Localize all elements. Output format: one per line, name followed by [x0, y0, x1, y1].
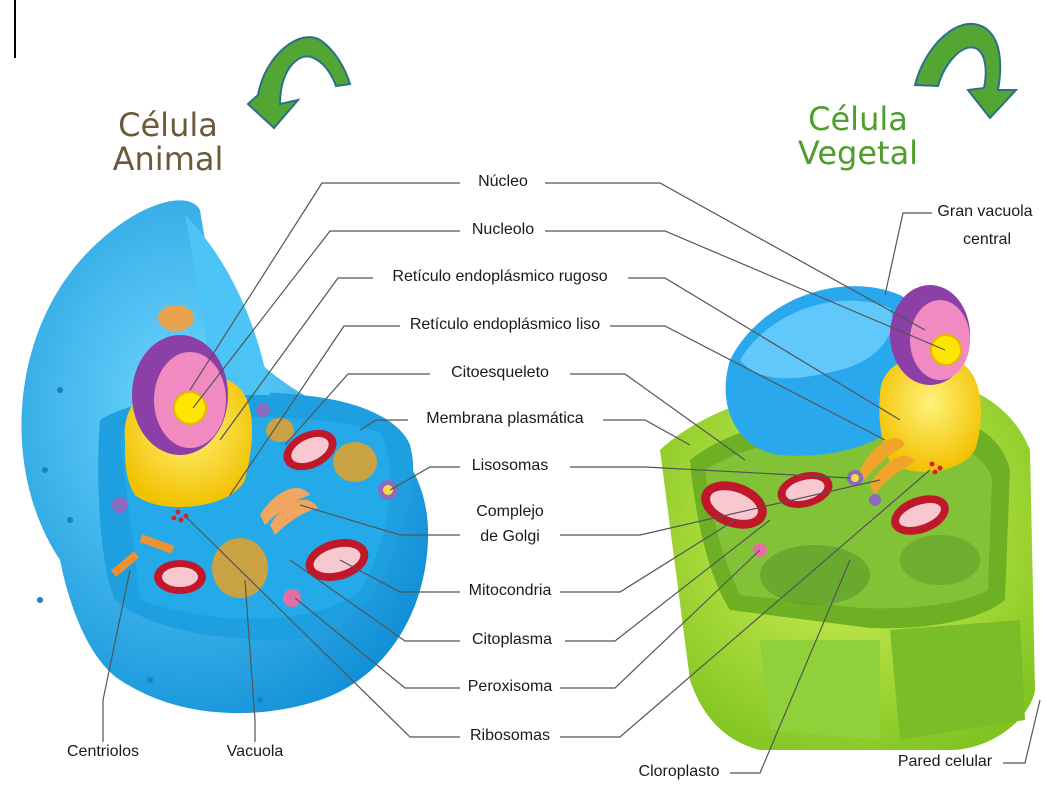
- label-ribosomas: Ribosomas: [470, 727, 550, 745]
- label-nucleo: Núcleo: [478, 173, 528, 191]
- label-lisosomas: Lisosomas: [472, 457, 548, 475]
- vegetal-title: Célula Vegetal: [793, 102, 923, 170]
- label-membrana: Membrana plasmática: [426, 410, 583, 428]
- curved-arrow-icon: [248, 37, 350, 128]
- animal-cell: [21, 200, 428, 713]
- label-mitocondria: Mitocondria: [469, 582, 552, 600]
- label-centriolos: Centriolos: [67, 743, 139, 761]
- label-golgi-1: Complejo: [476, 503, 544, 521]
- label-pared: Pared celular: [898, 753, 992, 771]
- label-cloroplasto: Cloroplasto: [639, 763, 720, 781]
- animal-title-line-2: Animal: [108, 142, 228, 176]
- label-gran-vacuola-2: central: [963, 231, 1011, 249]
- animal-title: Célula Animal: [108, 108, 228, 176]
- curved-arrow-icon: [915, 24, 1016, 118]
- label-golgi-2: de Golgi: [480, 528, 540, 546]
- vegetal-title-line-2: Vegetal: [793, 136, 923, 170]
- plant-nucleolus: [931, 335, 961, 365]
- label-rel: Retículo endoplásmico liso: [410, 316, 600, 334]
- label-vacuola: Vacuola: [227, 743, 284, 761]
- label-citoesqueleto: Citoesqueleto: [451, 364, 549, 382]
- animal-peroxisome: [283, 589, 301, 607]
- label-nucleolo: Nucleolo: [472, 221, 534, 239]
- label-rer: Retículo endoplásmico rugoso: [392, 268, 607, 286]
- label-peroxisoma: Peroxisoma: [468, 678, 552, 696]
- vegetal-title-line-1: Célula: [793, 102, 923, 136]
- animal-title-line-1: Célula: [108, 108, 228, 142]
- label-citoplasma: Citoplasma: [472, 631, 552, 649]
- label-gran-vacuola-1: Gran vacuola: [937, 203, 1032, 221]
